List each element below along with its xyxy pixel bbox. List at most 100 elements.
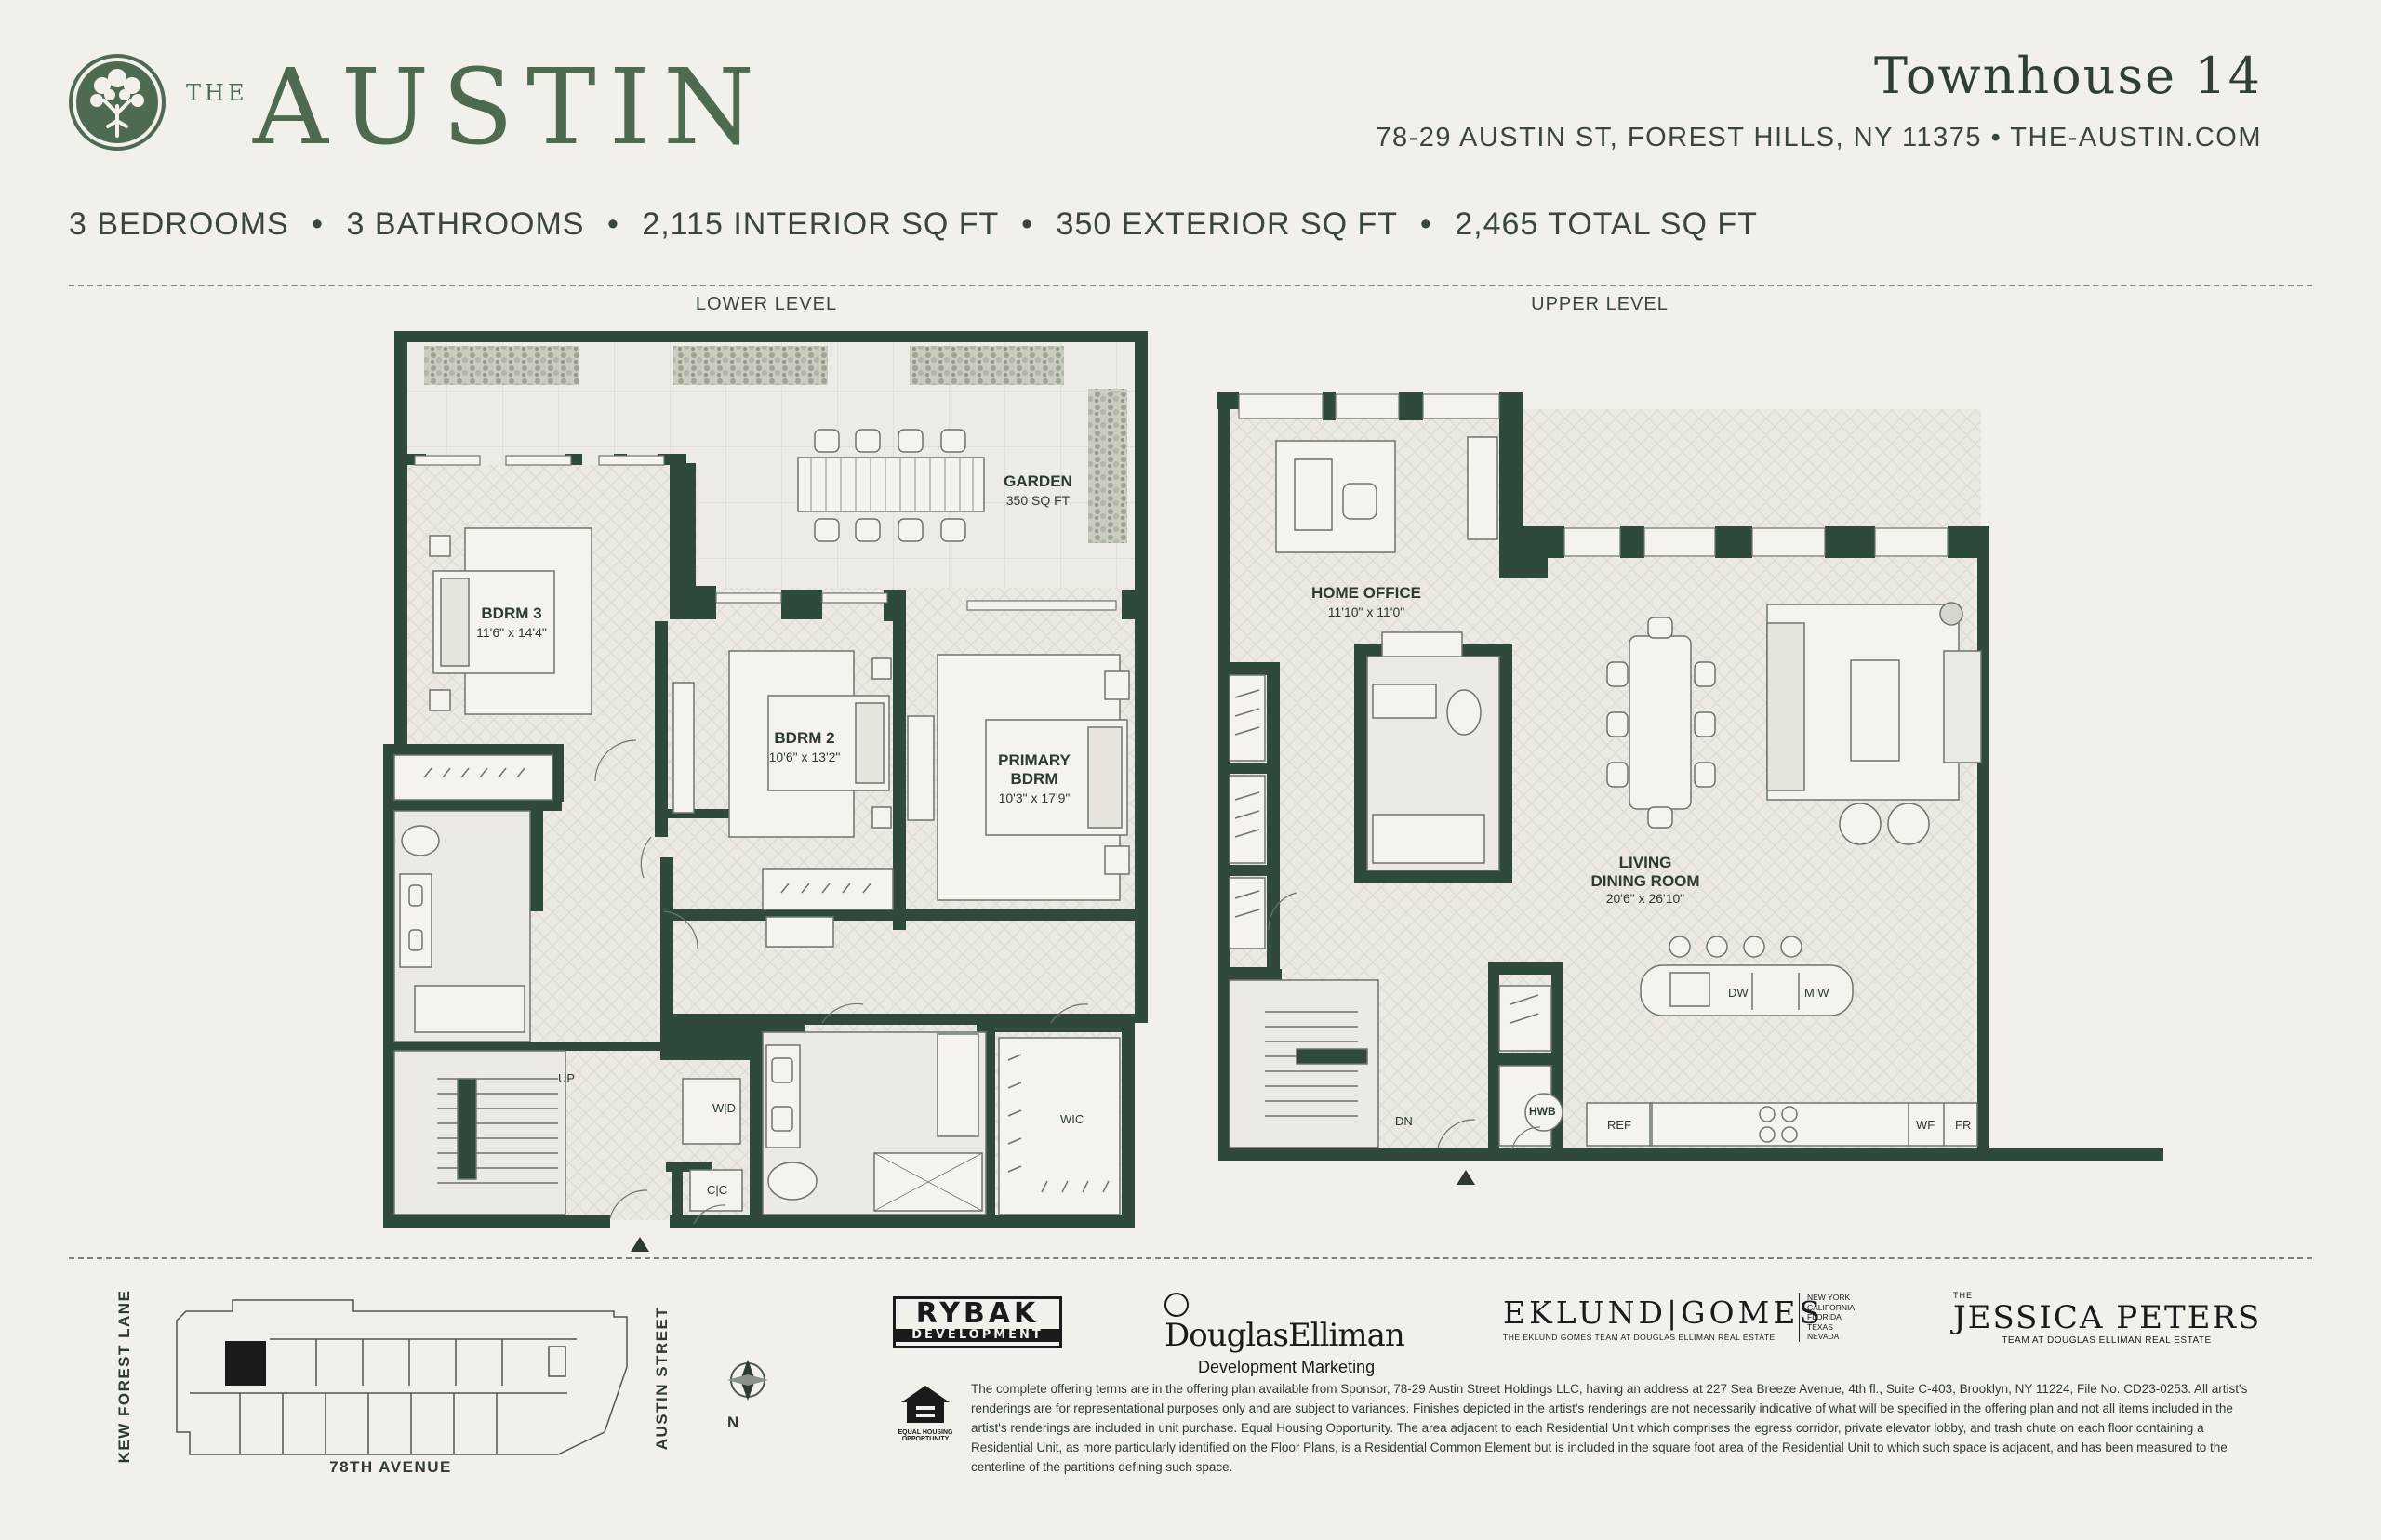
stat-total: 2,465 TOTAL SQ FT	[1455, 206, 1758, 242]
divider-bottom	[69, 1257, 2312, 1259]
stat-bullet: •	[606, 206, 619, 242]
dining-table	[1606, 617, 1716, 829]
elliman-emblem-icon	[1164, 1293, 1189, 1317]
utility-box	[1498, 985, 1563, 1147]
lower-bath	[393, 810, 531, 1042]
equal-housing-icon	[901, 1386, 950, 1423]
tree-emblem-icon	[69, 54, 166, 151]
street-78th-avenue: 78TH AVENUE	[329, 1458, 452, 1476]
logo-the: THE	[186, 80, 248, 106]
stat-bathrooms: 3 BATHROOMS	[346, 206, 585, 242]
eklund-states: NEW YORK CALIFORNIA FLORIDA TEXAS NEVADA	[1799, 1293, 1855, 1342]
garden-dim: 350 SQ FT	[1005, 493, 1071, 508]
lower-level-plan	[383, 331, 1148, 1252]
logo-wordmark: AUSTIN	[253, 47, 767, 168]
eklund-name: EKLUND|GOMES	[1503, 1294, 1825, 1331]
upper-doors	[1268, 892, 1541, 1150]
upper-bath	[1366, 656, 1500, 871]
eklund-state: FLORIDA	[1807, 1312, 1842, 1321]
unit-stats: 3 BEDROOMS • 3 BATHROOMS • 2,115 INTERIO…	[69, 206, 1758, 243]
elliman-sub: Development Marketing	[1198, 1358, 1376, 1376]
lower-doors	[594, 739, 1089, 1225]
eklund-state: NEVADA	[1807, 1332, 1840, 1341]
office-desk	[1275, 436, 1498, 661]
office-dim: 11'10" x 11'0"	[1327, 604, 1405, 619]
bdrm2-bed	[672, 650, 892, 838]
upper-stairs	[1229, 979, 1379, 1148]
lower-up-label: UP	[558, 1071, 576, 1085]
eklund-state: NEW YORK	[1807, 1293, 1851, 1302]
garden-label: GARDEN	[1004, 472, 1072, 490]
eho-line2: OPPORTUNITY	[901, 1436, 950, 1442]
primary-bed	[765, 654, 1130, 948]
garden-dining-table	[797, 429, 985, 542]
walk-in-closet-label: WIC	[1060, 1112, 1084, 1126]
rybak-sub: DEVELOPMENT	[896, 1329, 1059, 1342]
bdrm3-label: BDRM 3	[481, 604, 542, 622]
upper-level-label: UPPER LEVEL	[1531, 294, 1669, 314]
divider-top	[69, 285, 2312, 286]
upper-windows	[1238, 393, 1949, 557]
legal-disclaimer: The complete offering terms are in the o…	[971, 1382, 2248, 1474]
microwave-label: M|W	[1804, 986, 1829, 1000]
living-sofa	[1766, 602, 1982, 845]
stat-bullet: •	[1021, 206, 1034, 242]
upper-level-plan	[1217, 392, 2163, 1185]
lower-level-label: LOWER LEVEL	[695, 294, 838, 314]
primary-dim: 10'3" x 17'9"	[998, 790, 1071, 805]
lower-closets	[393, 754, 1121, 1215]
street-kew-forest-lane: KEW FOREST LANE	[115, 1289, 133, 1464]
primary-bath	[682, 1031, 987, 1215]
upper-dn-label: DN	[1395, 1114, 1413, 1128]
compass-icon	[727, 1360, 768, 1401]
unit-title: Townhouse 14	[1874, 46, 2262, 105]
elliman-name: DouglasElliman	[1164, 1317, 1405, 1354]
stat-bedrooms: 3 BEDROOMS	[69, 206, 289, 242]
bdrm3-bed	[429, 527, 592, 715]
upper-closets	[1229, 674, 1266, 949]
eklund-state: TEXAS	[1807, 1321, 1833, 1332]
eklund-state: CALIFORNIA	[1807, 1302, 1856, 1312]
coat-closet-label: C|C	[707, 1183, 728, 1197]
jessica-peters-logo: THE JESSICA PETERS TEAM AT DOUGLAS ELLIM…	[1953, 1291, 2269, 1346]
kitchen-counter	[1586, 1102, 1978, 1147]
lower-windows	[414, 455, 1117, 611]
bdrm2-label: BDRM 2	[774, 729, 835, 747]
planter	[910, 346, 1064, 385]
lower-stairs	[393, 1050, 566, 1215]
rybak-logo: RYBAK DEVELOPMENT	[893, 1296, 1062, 1348]
freezer-label: FR	[1955, 1118, 1972, 1132]
stat-interior: 2,115 INTERIOR SQ FT	[642, 206, 999, 242]
planter	[673, 346, 828, 385]
living-label-line2: DINING ROOM	[1590, 872, 1700, 890]
key-plan	[176, 1299, 628, 1455]
planter	[424, 346, 579, 385]
kitchen-island	[1640, 936, 1854, 1016]
stat-bullet: •	[1419, 206, 1432, 242]
compass-north-label: N	[727, 1414, 740, 1431]
jp-name: JESSICA PETERS	[1953, 1299, 2262, 1336]
douglas-elliman-logo: DouglasElliman Development Marketing	[1164, 1293, 1406, 1377]
brand-logo: THE AUSTIN	[67, 52, 754, 160]
primary-label-line1: PRIMARY	[998, 751, 1071, 769]
wine-fridge-label: WF	[1916, 1118, 1935, 1132]
upper-entry-arrow	[1457, 1170, 1475, 1185]
stat-bullet: •	[312, 206, 325, 242]
living-label-line1: LIVING	[1618, 854, 1672, 871]
bdrm3-dim: 11'6" x 14'4"	[476, 625, 547, 640]
jp-sub: TEAM AT DOUGLAS ELLIMAN REAL ESTATE	[2002, 1335, 2212, 1346]
rybak-name: RYBAK	[915, 1297, 1040, 1330]
equal-housing-logo: EQUAL HOUSING OPPORTUNITY	[893, 1382, 958, 1442]
entry-arrow	[631, 1237, 649, 1252]
washer-dryer-label: W|D	[712, 1101, 737, 1115]
eho-line1: EQUAL HOUSING	[898, 1429, 953, 1436]
living-dim: 20'6" x 26'10"	[1605, 891, 1685, 906]
hwb-label: HWB	[1529, 1105, 1556, 1118]
street-austin-street: AUSTIN STREET	[653, 1306, 671, 1451]
primary-label-line2: BDRM	[1010, 770, 1058, 788]
eklund-sub: THE EKLUND GOMES TEAM AT DOUGLAS ELLIMAN…	[1503, 1333, 1776, 1342]
ref-label: REF	[1607, 1118, 1631, 1132]
planter	[1088, 389, 1127, 543]
jp-the: THE	[1953, 1291, 1973, 1300]
